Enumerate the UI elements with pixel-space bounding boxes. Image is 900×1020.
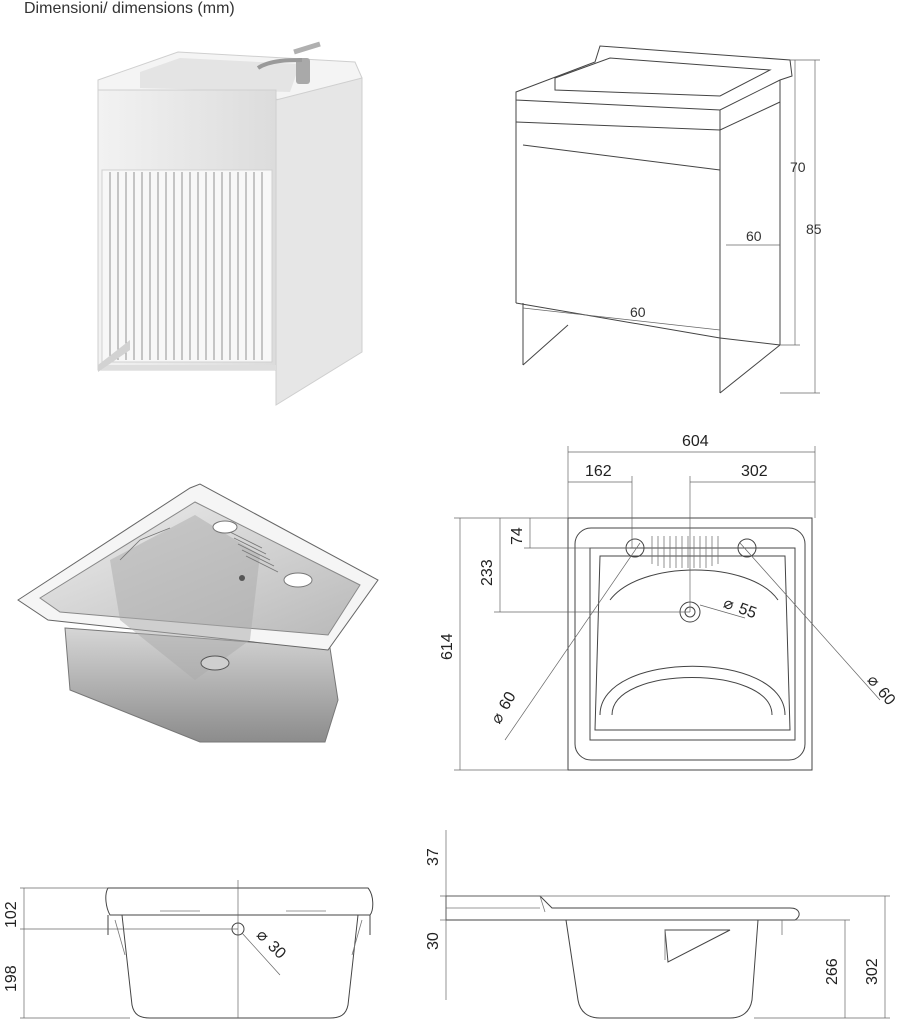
dim-sink-depth: 614 [439, 633, 456, 660]
svg-text:⌀: ⌀ [488, 710, 508, 727]
sink-side-drawing [440, 830, 890, 1019]
sink-top-drawing [454, 446, 881, 771]
dim-sink-drain-offset: 233 [479, 559, 496, 586]
dim-sink-top-offset: 74 [509, 527, 526, 545]
roller-shutter [109, 172, 263, 360]
dim-side-middle: 30 [425, 932, 442, 950]
dim-hole-right-diameter: ⌀ 60 [864, 672, 899, 709]
svg-text:⌀: ⌀ [253, 927, 272, 946]
dim-front-rim: 102 [3, 901, 20, 928]
washboard-ribs [651, 536, 719, 568]
dim-drain-diameter: ⌀ 55 [721, 595, 759, 623]
dim-sink-width: 604 [682, 433, 709, 450]
dim-sink-left-offset: 162 [585, 463, 612, 480]
dim-overflow-diameter: ⌀ 30 [253, 927, 289, 963]
svg-text:55: 55 [736, 600, 759, 622]
dim-sink-right-offset: 302 [741, 463, 768, 480]
svg-text:60: 60 [874, 684, 899, 709]
dim-cabinet-height-body: 70 [790, 159, 806, 175]
washboard [229, 531, 279, 573]
dim-cabinet-height-total: 85 [806, 221, 822, 237]
svg-text:⌀: ⌀ [864, 672, 883, 691]
dim-cabinet-depth: 60 [746, 228, 762, 244]
dim-side-outer: 302 [864, 958, 881, 985]
dim-front-body: 198 [3, 965, 20, 992]
dim-side-inner: 266 [824, 958, 841, 985]
sink-front-drawing [20, 880, 374, 1019]
cabinet-photo [97, 41, 363, 406]
faucet-icon [256, 41, 321, 84]
sink-3d-render [17, 483, 379, 743]
dim-cabinet-width: 60 [630, 304, 646, 320]
dim-hole-left-diameter: ⌀ 60 [488, 689, 520, 727]
svg-text:60: 60 [496, 689, 520, 713]
svg-text:30: 30 [264, 938, 289, 963]
cabinet-drawing [515, 45, 820, 394]
svg-text:⌀: ⌀ [721, 595, 736, 614]
page-title: Dimensioni/ dimensions (mm) [24, 0, 235, 17]
dim-side-top: 37 [425, 848, 442, 866]
